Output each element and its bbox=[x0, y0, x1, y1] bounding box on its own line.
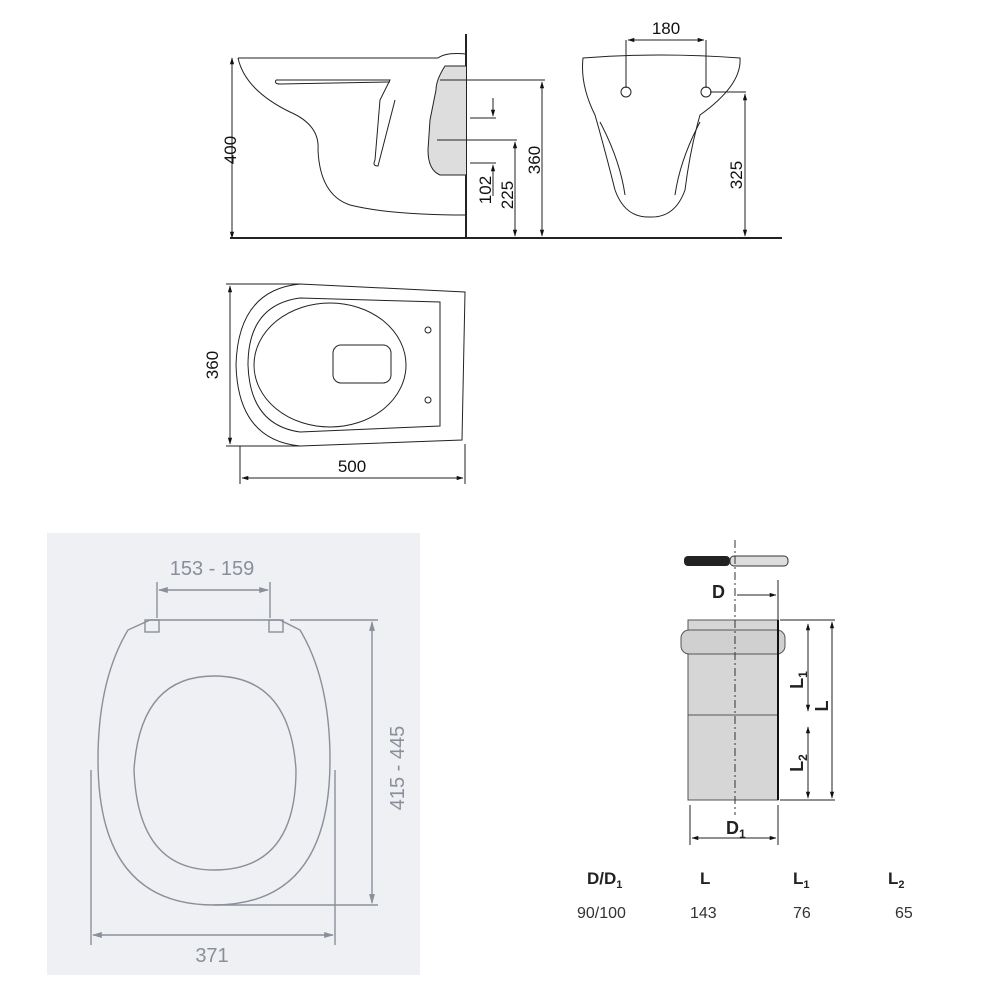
label-L: L bbox=[812, 701, 832, 712]
table-header-l-main: L bbox=[700, 869, 710, 888]
table-header-l1-main: L bbox=[793, 869, 803, 888]
outlet-section bbox=[427, 65, 466, 176]
bolt-hole-left bbox=[620, 86, 632, 98]
table-header-l: L bbox=[700, 869, 710, 888]
pipe-view: D D1 L1 L L2 D/D1 L L1 L2 90/100 143 76 … bbox=[577, 540, 913, 922]
seat-view: 153 - 159 415 - 445 371 bbox=[47, 533, 420, 975]
label-L2: L2 bbox=[787, 754, 810, 772]
label-L1: L1 bbox=[787, 671, 810, 689]
seal-ring-section bbox=[684, 556, 730, 566]
dim-height: 400 bbox=[221, 136, 240, 164]
dim-top-length: 500 bbox=[338, 457, 366, 476]
table-header-l2-sub: 2 bbox=[898, 879, 904, 891]
seat-panel-background bbox=[47, 533, 420, 975]
label-D1-sub: 1 bbox=[739, 827, 746, 841]
dim-bolt-spacing: 180 bbox=[652, 19, 680, 38]
bowl-outline bbox=[237, 53, 467, 216]
dim-hinge-spacing: 153 - 159 bbox=[170, 558, 255, 580]
front-view bbox=[582, 37, 748, 237]
table-value-l2: 65 bbox=[895, 905, 913, 922]
label-D1-main: D bbox=[726, 818, 739, 838]
table-header-l1: L1 bbox=[793, 869, 810, 891]
pipe-socket bbox=[680, 629, 786, 655]
table-header-d: D/D1 bbox=[587, 869, 622, 891]
table-value-d: 90/100 bbox=[577, 905, 626, 922]
flush-opening bbox=[332, 344, 392, 384]
dim-seat-length: 415 - 445 bbox=[387, 726, 409, 811]
label-L2-main: L bbox=[787, 761, 807, 772]
label-L1-main: L bbox=[787, 678, 807, 689]
side-view bbox=[229, 34, 782, 239]
dim-inlet-offset: 102 bbox=[476, 176, 495, 204]
front-bowl-outline bbox=[582, 54, 741, 218]
label-L2-sub: 2 bbox=[796, 754, 810, 761]
table-header-d-sub: 1 bbox=[616, 879, 622, 891]
dimension-table: D/D1 L L1 L2 90/100 143 76 65 bbox=[577, 869, 913, 922]
dim-outlet-height: 360 bbox=[525, 146, 544, 174]
dim-top-width: 360 bbox=[203, 351, 222, 379]
top-outline bbox=[235, 283, 466, 447]
table-header-l2-main: L bbox=[888, 869, 898, 888]
seat-opening bbox=[133, 675, 297, 871]
label-L1-sub: 1 bbox=[796, 671, 810, 678]
seat-opening bbox=[253, 302, 407, 428]
table-header-l2: L2 bbox=[888, 869, 905, 891]
label-D1: D1 bbox=[726, 818, 746, 841]
label-D: D bbox=[712, 582, 725, 602]
dim-bolt-height: 325 bbox=[727, 161, 746, 189]
rim-channel bbox=[275, 79, 396, 167]
table-header-l1-sub: 1 bbox=[803, 879, 809, 891]
table-value-l1: 76 bbox=[793, 905, 811, 922]
table-value-l: 143 bbox=[690, 905, 717, 922]
top-view bbox=[226, 283, 466, 484]
dim-seat-width: 371 bbox=[195, 945, 228, 967]
table-header-d-main: D/D bbox=[587, 869, 616, 888]
bolt-hole-right bbox=[700, 86, 712, 98]
dim-inlet-height: 225 bbox=[498, 181, 517, 209]
